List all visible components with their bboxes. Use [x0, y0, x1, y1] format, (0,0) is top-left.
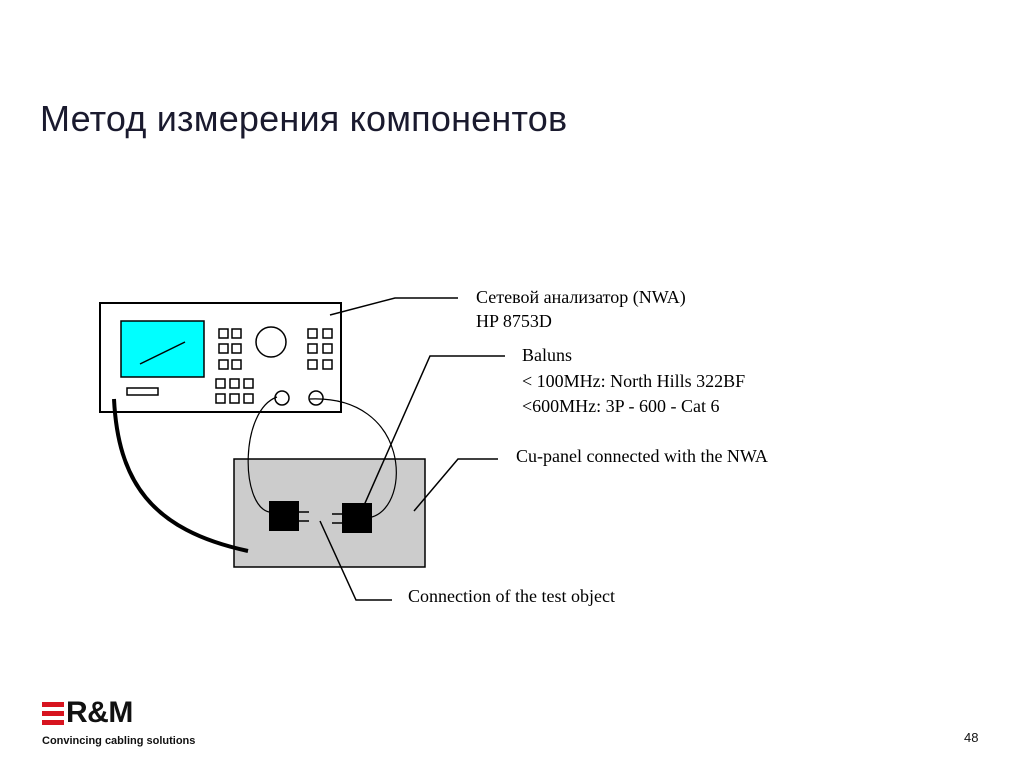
- analyzer-port-2: [308, 390, 324, 406]
- cu-panel: [233, 458, 426, 568]
- baluns-label-line1: < 100MHz: North Hills 322BF: [522, 371, 746, 391]
- cable-port-1: [247, 396, 278, 513]
- nwa-label-line2: HP 8753D: [476, 311, 552, 331]
- nwa-label-line1: Сетевой анализатор (NWA): [476, 287, 686, 307]
- balun-right: [342, 503, 372, 533]
- cable-port-2: [309, 398, 397, 518]
- thick-cable: [112, 398, 249, 553]
- leader-lines: [319, 297, 505, 601]
- cu-panel-label: Cu-panel connected with the NWA: [516, 446, 768, 466]
- page-number: 48: [964, 730, 979, 745]
- baluns-label-line2: <600MHz: 3P - 600 - Cat 6: [522, 396, 720, 416]
- analyzer-slot: [126, 387, 159, 396]
- analyzer-knob: [255, 326, 287, 358]
- analyzer-port-1: [274, 390, 290, 406]
- baluns-label-title: Baluns: [522, 345, 573, 365]
- network-analyzer: [99, 302, 342, 413]
- test-object-label: Connection of the test object: [408, 586, 615, 606]
- logo-bars-icon: [42, 702, 64, 726]
- logo-tagline: Convincing cabling solutions: [42, 735, 196, 747]
- balun-left: [269, 501, 299, 531]
- slide-title: Метод измерения компонентов: [40, 98, 568, 139]
- analyzer-screen: [120, 320, 205, 378]
- cables: [112, 396, 397, 553]
- logo-brand: R&M: [66, 696, 133, 729]
